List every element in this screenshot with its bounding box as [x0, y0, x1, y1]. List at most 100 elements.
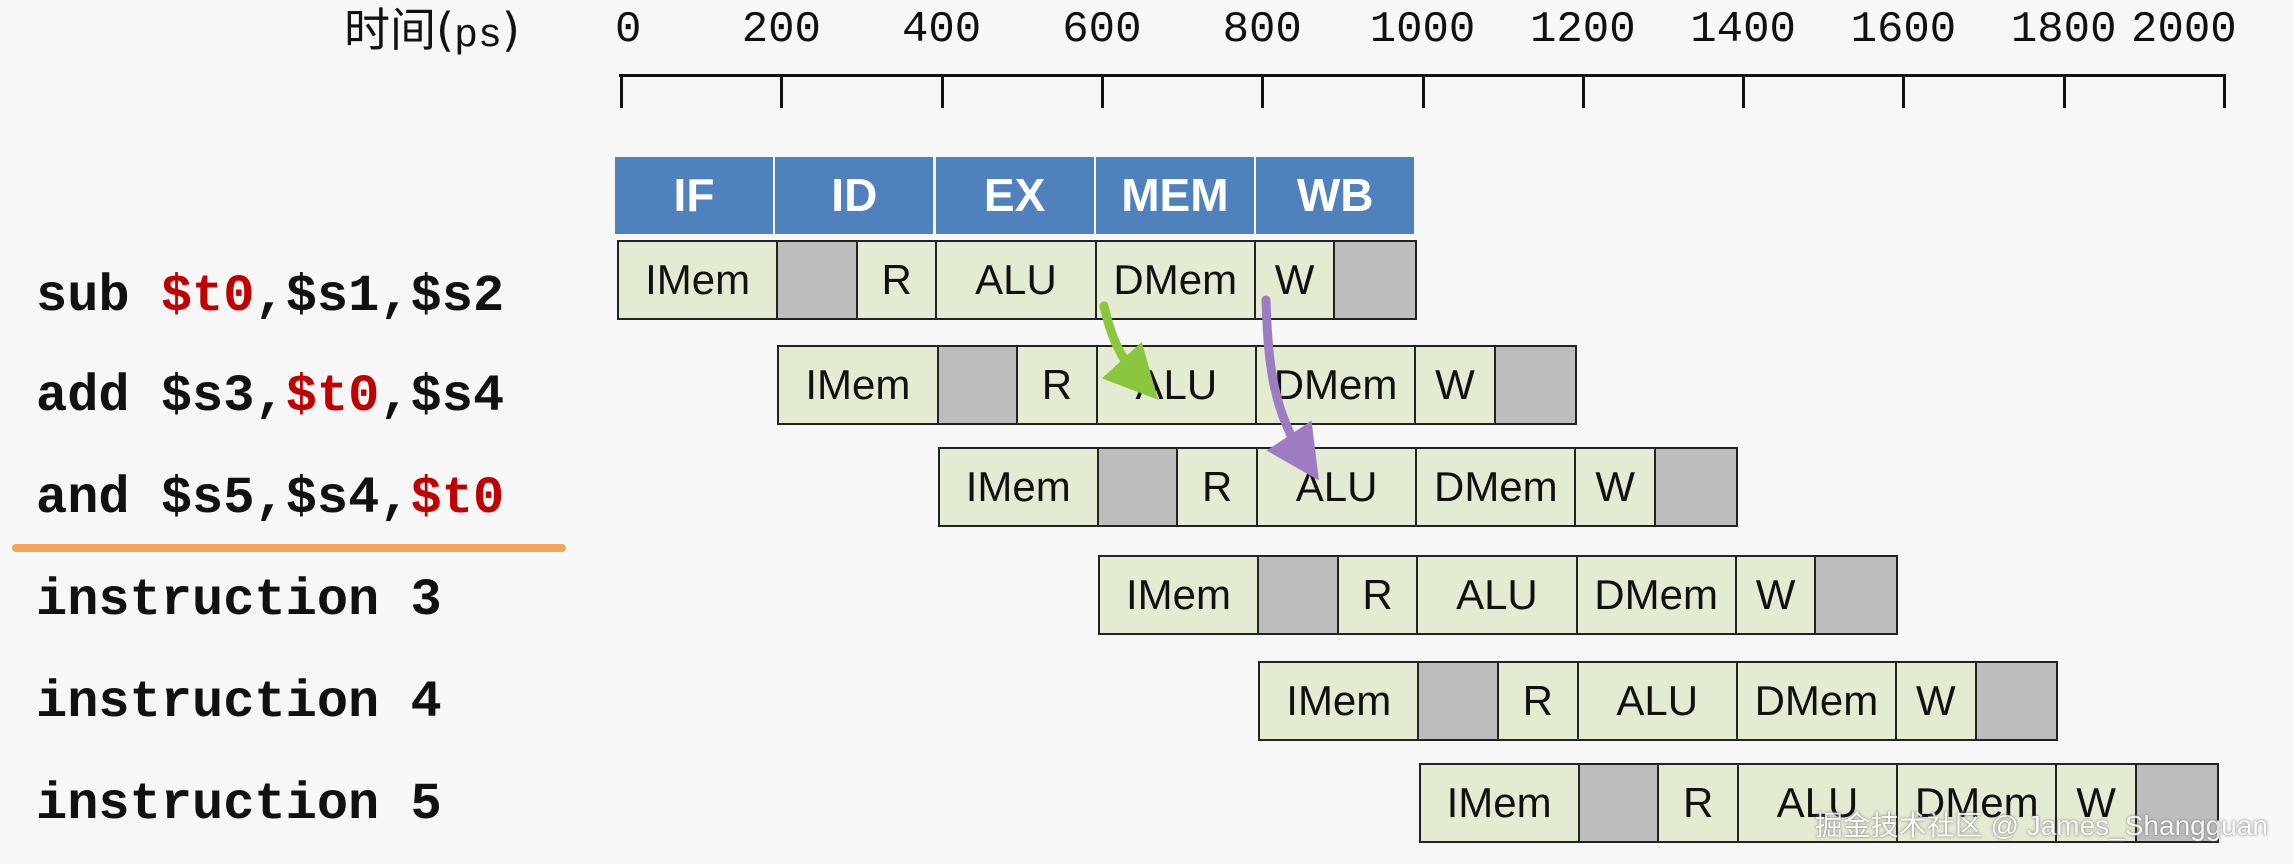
tick-mark — [620, 74, 623, 108]
dmem-cell: DMem — [1577, 557, 1737, 633]
dmem-cell: DMem — [1096, 242, 1256, 318]
stage-header-id: ID — [775, 157, 936, 234]
instruction-label: instruction 3 — [36, 566, 442, 636]
instruction-operand: $t0 — [285, 367, 380, 426]
instruction-operand: $s4 — [285, 469, 380, 528]
reg-write-cell: W — [1736, 557, 1817, 633]
tick-label: 400 — [901, 5, 982, 55]
time-axis-title-close: ) — [501, 3, 520, 57]
tick-mark — [2062, 74, 2066, 108]
idle-cell — [778, 242, 858, 318]
tick-label: 1200 — [1529, 5, 1636, 55]
reg-read-cell: R — [1499, 663, 1579, 739]
instruction-label: instruction 4 — [36, 668, 442, 738]
idle-cell — [1816, 557, 1896, 633]
dmem-cell: DMem — [1737, 663, 1898, 739]
dmem-cell: DMem — [1256, 347, 1417, 423]
instruction-underline — [12, 544, 566, 552]
tick-label: 800 — [1222, 5, 1302, 55]
instruction-label: instruction 5 — [36, 770, 442, 840]
stage-header-ex: EX — [935, 157, 1096, 234]
reg-write-cell: W — [1576, 449, 1657, 525]
tick-label: 2000 — [2131, 5, 2237, 55]
tick-mark — [1902, 74, 1906, 108]
instruction-mnemonic: and — [36, 469, 130, 528]
dmem-cell: DMem — [1417, 449, 1577, 525]
instruction-mnemonic: instruction 5 — [36, 775, 442, 834]
tick-label: 1400 — [1690, 5, 1796, 55]
alu-cell: ALU — [1738, 765, 1899, 841]
instruction-label: add $s3,$t0,$s4 — [36, 367, 505, 426]
time-axis-unit: ps — [453, 14, 502, 59]
alu-cell: ALU — [1418, 557, 1578, 633]
alu-cell: ALU — [1097, 347, 1257, 423]
idle-cell — [1976, 663, 2057, 739]
tick-mark — [1100, 74, 1104, 108]
tick-mark — [1421, 74, 1425, 108]
reg-write-cell: W — [2057, 765, 2137, 841]
watermark: 掘金技术社区 @ James_Shangguan — [1814, 810, 2268, 841]
instruction-mnemonic: instruction 4 — [36, 673, 442, 732]
imem-cell: IMem — [939, 449, 1099, 525]
alu-cell: ALU — [1258, 449, 1418, 525]
imem-cell: IMem — [1099, 557, 1260, 633]
idle-cell — [1335, 242, 1416, 318]
idle-cell — [1098, 449, 1179, 525]
tick-label: 600 — [1062, 5, 1142, 55]
stage-header-wb: WB — [1256, 157, 1417, 234]
time-axis-title: 时间(ps) — [344, 0, 520, 60]
instruction-operand: $s2 — [410, 267, 505, 326]
instruction-mnemonic: add — [36, 367, 130, 426]
reg-write-cell: W — [1255, 242, 1336, 318]
reg-write-cell: W — [1416, 347, 1496, 423]
idle-cell — [1495, 347, 1576, 423]
instruction-mnemonic: sub — [36, 267, 130, 326]
tick-label: 0 — [615, 5, 642, 55]
alu-cell: ALU — [937, 242, 1097, 318]
instruction-label: and $s5,$s4,$t0 — [36, 469, 505, 528]
imem-cell: IMem — [1260, 663, 1420, 739]
idle-cell — [1656, 449, 1736, 525]
tick-mark — [1581, 74, 1585, 108]
tick-mark — [2223, 74, 2226, 108]
tick-mark — [1742, 74, 1746, 108]
reg-read-cell: R — [1018, 347, 1098, 423]
tick-label: 1800 — [2010, 5, 2117, 55]
imem-cell: IMem — [1420, 765, 1580, 841]
idle-cell — [1579, 765, 1660, 841]
reg-write-cell: W — [1897, 663, 1977, 739]
imem-cell: IMem — [619, 242, 779, 318]
tick-label: 1000 — [1369, 5, 1476, 55]
instruction-mnemonic: instruction 3 — [36, 571, 442, 630]
time-axis-title-text: 时间( — [344, 3, 454, 57]
stage-header-mem: MEM — [1095, 157, 1256, 234]
instruction-operand: $s4 — [410, 367, 505, 426]
instruction-operand: $t0 — [160, 267, 255, 326]
alu-cell: ALU — [1578, 663, 1738, 739]
tick-label: 200 — [741, 5, 821, 55]
instruction-operand: $t0 — [410, 469, 505, 528]
idle-cell — [1259, 557, 1339, 633]
reg-read-cell: R — [1178, 449, 1259, 525]
reg-read-cell: R — [1338, 557, 1419, 633]
imem-cell: IMem — [779, 347, 939, 423]
stage-header-if: IF — [615, 157, 775, 234]
instruction-operand: $s1 — [285, 267, 380, 326]
instruction-label: sub $t0,$s1,$s2 — [36, 267, 505, 326]
idle-cell — [2136, 765, 2217, 841]
idle-cell — [938, 347, 1019, 423]
instruction-operand: $s5 — [160, 469, 255, 528]
instruction-operand: $s3 — [160, 367, 255, 426]
tick-mark — [940, 74, 944, 108]
tick-label: 1600 — [1850, 5, 1957, 55]
dmem-cell: DMem — [1898, 765, 2058, 841]
reg-read-cell: R — [1659, 765, 1739, 841]
idle-cell — [1419, 663, 1499, 739]
